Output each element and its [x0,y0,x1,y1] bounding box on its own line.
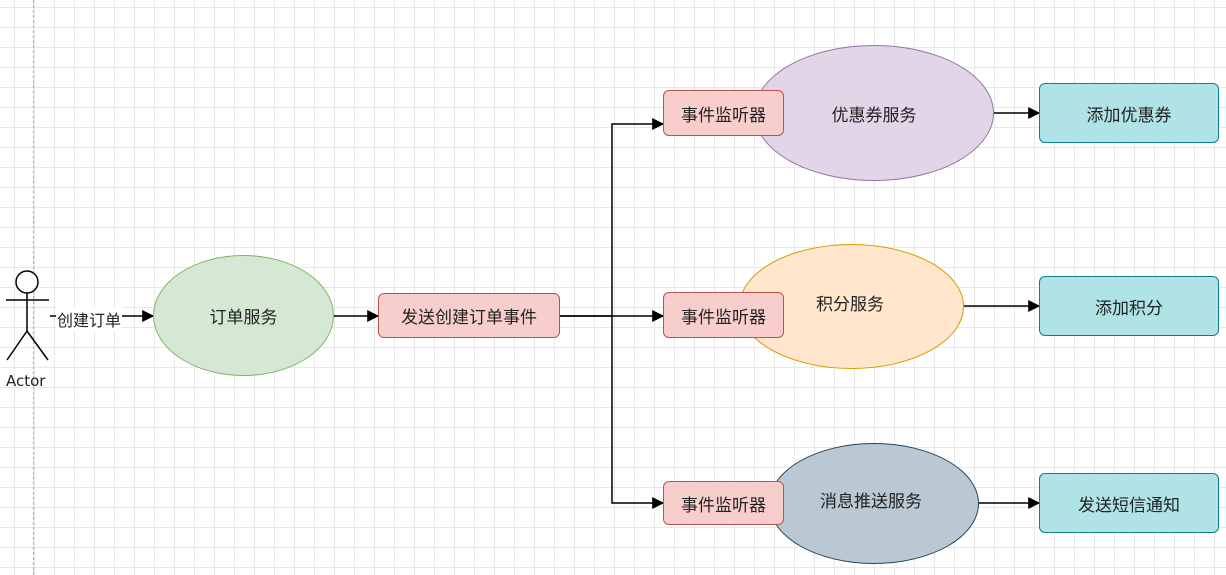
listener-push-box[interactable]: 事件监听器 [663,481,784,525]
send-event-box[interactable]: 发送创建订单事件 [378,293,560,338]
push-service-label: 消息推送服务 [820,492,922,512]
add-points-label: 添加积分 [1095,298,1163,319]
listener-coupon-box[interactable]: 事件监听器 [663,90,784,136]
edge-send-coupon[interactable] [560,118,665,317]
edge-label-create-order: 创建订单 [56,307,123,331]
add-points-box[interactable]: 添加积分 [1039,276,1219,336]
order-service-label: 订单服务 [209,308,278,328]
listener-points-box[interactable]: 事件监听器 [663,292,784,338]
order-service-ellipse[interactable]: 订单服务 [153,255,334,376]
add-coupon-box[interactable]: 添加优惠券 [1039,83,1219,143]
send-sms-label: 发送短信通知 [1078,495,1180,516]
actor-figure[interactable] [6,270,49,361]
edge-send-push[interactable] [611,316,665,509]
listener-coupon-label: 事件监听器 [681,105,766,126]
actor-label: Actor [6,372,46,390]
points-service-label: 积分服务 [816,295,884,315]
listener-points-label: 事件监听器 [681,307,766,328]
push-service-ellipse[interactable]: 消息推送服务 [769,443,979,564]
coupon-service-ellipse[interactable]: 优惠券服务 [754,45,994,181]
send-sms-box[interactable]: 发送短信通知 [1039,473,1219,533]
coupon-service-label: 优惠券服务 [831,105,917,126]
listener-push-label: 事件监听器 [681,495,766,516]
send-event-label: 发送创建订单事件 [401,308,537,328]
add-coupon-label: 添加优惠券 [1086,105,1172,126]
